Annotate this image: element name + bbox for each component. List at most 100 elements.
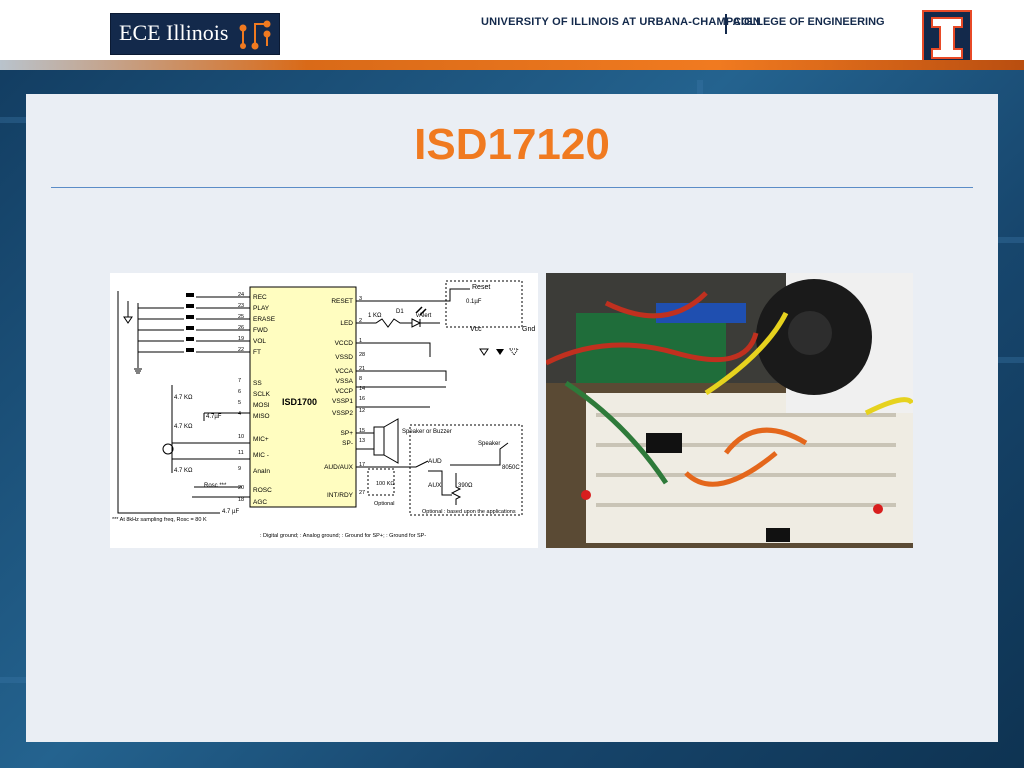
r390-label: 390Ω [458,483,473,489]
rosc-label: Rosc *** [204,483,227,489]
r100k-label: 100 KΩ [376,481,395,487]
left-pin-name: MIC+ [253,436,269,443]
right-pin-number: 16 [359,396,365,402]
resistor-label-3: 4.7 KΩ [174,468,193,474]
circuit-logo-icon [239,20,271,50]
switch-buttons [186,293,194,352]
left-pin-number: 22 [238,347,244,353]
university-name: UNIVERSITY OF ILLINOIS AT URBANA-CHAMPAI… [481,16,761,28]
right-pin-number: 1 [359,338,362,344]
right-pin-number: 27 [359,490,365,496]
optional-note: Optional : based upon the applications [422,509,516,515]
left-pin-name: MIC - [253,452,269,459]
left-pin-number: 19 [238,336,244,342]
left-pin-number: 7 [238,378,241,384]
left-pin-name: ROSC [253,487,272,494]
rosc-footnote: *** At 8kHz sampling freq, Rosc = 80 K [112,517,207,523]
right-pin-name: RESET [331,298,353,305]
breadboard-photo [546,273,913,548]
left-pin-name: PLAY [253,305,270,312]
transistor-label: 8050C [502,465,520,471]
block-i-logo-icon[interactable] [922,10,972,66]
optional-label: Optional [374,501,395,507]
right-pin-name: SP+ [341,430,354,437]
left-pin-name: ERASE [253,316,276,323]
right-pin-number: 17 [359,462,365,468]
right-pin-name: VCCD [335,340,354,347]
analog-ground-symbol [123,316,133,324]
led-resistor-label: 1 KΩ [368,313,382,319]
right-pin-name: AUD/AUX [324,464,354,471]
bias-resistor-network [162,385,250,498]
right-pin-number: 2 [359,318,362,324]
left-pin-number: 9 [238,466,241,472]
reset-label: Reset [472,284,490,291]
left-pin-name: VOL [253,338,266,345]
aux-label: AUX [428,482,442,489]
vcc-label: Vcc [470,326,482,333]
breadboard-photo-illustration [546,273,913,548]
right-pin-number: 8 [359,376,362,382]
header-bar: ECE Illinois UNIVERSITY OF ILLINOIS AT U… [0,0,1024,66]
right-pin-number: 15 [359,428,365,434]
right-pin-name: VSSP2 [332,410,353,417]
ece-illinois-logo[interactable]: ECE Illinois [110,13,280,55]
right-pin-group: 3 RESET 2 LED 1 VCCD 28 VSSD 21 VCCA 8 VSSA 14 VCCP 16… [324,296,365,499]
left-pin-name: FT [253,349,261,356]
left-pin-name: SCLK [253,391,271,398]
right-pin-name: VSSA [336,378,354,385]
led-arrow-icon [415,306,427,316]
aud-aux-output-circuit [356,424,523,516]
resistor-label-1: 4.7 KΩ [174,395,193,401]
left-pin-number: 25 [238,314,244,320]
right-pin-number: 21 [359,366,365,372]
speaker-ground-symbol [496,349,504,355]
title-underline [51,187,973,188]
right-pin-number: 3 [359,296,362,302]
left-pin-number: 11 [238,450,244,456]
left-pin-name: MISO [253,413,270,420]
header-divider [725,14,727,34]
cap-label-47uf: 4.7µF [206,414,222,420]
pushbutton-switches [117,291,250,514]
left-pin-name: REC [253,294,267,301]
right-pin-name: VSSD [335,354,353,361]
left-pin-name: AGC [253,499,267,506]
right-pin-name: VCCA [335,368,354,375]
left-pin-number: 6 [238,389,241,395]
right-pin-name: SP- [342,440,353,447]
left-pin-number: 24 [238,292,244,298]
aud-label: AUD [428,458,442,465]
left-pin-name: FWD [253,327,268,334]
right-pin-name: VSSP1 [332,398,353,405]
resistor-label-2: 4.7 KΩ [174,424,193,430]
reset-cap-label: 0.1µF [466,299,482,305]
valert-label: vAlert [416,313,432,319]
right-pin-name: VCCP [335,388,353,395]
left-pin-number: 20 [238,485,244,491]
right-pin-number: 13 [359,438,365,444]
agc-cap-label: 4.7 µF [222,509,239,515]
header-accent-stripe [0,60,1024,70]
analog-ground-symbol-2 [479,348,489,356]
slide-title: ISD17120 [414,120,610,169]
left-pin-name: AnaIn [253,468,270,475]
left-pin-number: 23 [238,303,244,309]
left-pin-number: 10 [238,434,244,440]
ground-legend: : Digital ground; : Analog ground; : Gro… [260,533,426,539]
digital-ground-symbol [134,368,142,374]
left-pin-number: 5 [238,400,241,406]
logo-text: ECE Illinois [119,20,229,45]
chip-label: ISD1700 [282,397,317,407]
left-pin-number: 4 [238,411,241,417]
right-pin-number: 14 [359,386,365,392]
left-pin-name: MOSI [253,402,270,409]
right-pin-number: 28 [359,352,365,358]
left-pin-number: 26 [238,325,244,331]
d1-label: D1 [396,309,404,315]
right-pin-name: LED [340,320,353,327]
